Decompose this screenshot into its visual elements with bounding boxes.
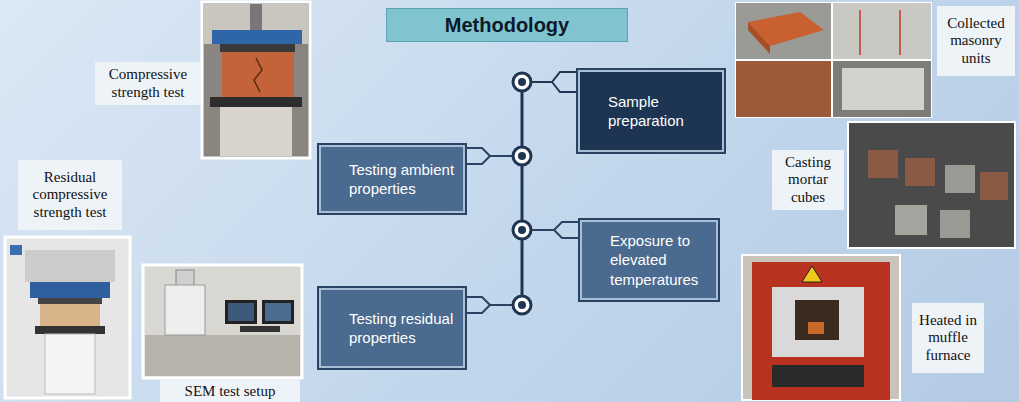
node-text: Heated in muffle furnace (917, 312, 979, 364)
compression-photo-part (254, 58, 262, 92)
furnace-photo-part (772, 287, 864, 357)
sem-photo-part (225, 300, 257, 324)
mortar-photo (848, 122, 1015, 248)
compression-photo-part (250, 4, 262, 30)
process-box: Testing ambient properties (317, 143, 467, 215)
masonry-photo-part (899, 10, 901, 55)
residual-test-photo-part (30, 282, 110, 298)
timeline-part (467, 148, 513, 164)
sem-photo-part (143, 265, 302, 378)
compression-photo (202, 2, 310, 158)
sem-photo-part (145, 335, 300, 376)
masonry-photo-part (736, 61, 831, 117)
node-text: Testing residual properties (349, 309, 455, 348)
mortar-photo-part (940, 210, 970, 238)
compression-photo-part (220, 44, 295, 52)
photo-label: Compressive strength test (95, 62, 201, 105)
sem-photo-part (265, 303, 291, 321)
compression-photo-part (204, 4, 308, 44)
furnace-photo-part (795, 300, 839, 340)
compression-photo-part (220, 107, 292, 156)
residual-test-photo-part (40, 304, 100, 326)
null-part-part (513, 296, 531, 314)
sem-photo-part (228, 303, 254, 321)
mortar-photo-part (868, 150, 898, 178)
compression-photo-part (202, 2, 310, 158)
process-box: Exposure to elevated temperatures (578, 218, 720, 302)
compression-photo-part (222, 52, 294, 97)
photo-label: Collected masonry units (937, 6, 1015, 76)
photo-label: Residual compressive strength test (18, 160, 122, 230)
sem-photo-part (262, 300, 294, 324)
sem-photo (143, 265, 302, 378)
node-text: Casting mortar cubes (777, 154, 839, 206)
mortar-photo-part (980, 172, 1008, 200)
sem-photo-part (240, 326, 280, 332)
masonry-photo-part (736, 3, 831, 59)
residual-test-photo-part (38, 298, 102, 304)
null-part-part (518, 301, 526, 309)
masonry-photo-part (833, 3, 931, 59)
process-box: Testing residual properties (317, 286, 467, 370)
masonry-photo-part (842, 68, 924, 110)
node-text: Exposure to elevated temperatures (610, 231, 708, 290)
residual-test-photo (5, 237, 130, 398)
node-text: Sample preparation (608, 92, 714, 131)
mortar-photo-part (895, 205, 927, 235)
residual-test-photo-part (25, 250, 115, 282)
null-part-part (513, 221, 531, 239)
null-part-part (518, 226, 526, 234)
furnace-photo-part (772, 365, 864, 387)
null-part-part (518, 78, 526, 86)
node-text: SEM test setup (165, 383, 295, 400)
null-part-part (513, 73, 531, 91)
title-text: Methodology (445, 14, 569, 37)
null-part-part (513, 147, 531, 165)
timeline (467, 72, 578, 314)
process-box: Sample preparation (576, 68, 726, 154)
masonry-photo-part (735, 2, 932, 118)
null-part (513, 73, 531, 314)
furnace-photo-part (752, 262, 890, 400)
furnace-photo (742, 255, 900, 400)
residual-test-photo-part (35, 326, 105, 334)
null-part (518, 78, 526, 309)
furnace-photo-part (802, 266, 822, 282)
mortar-photo-part (945, 165, 975, 193)
mortar-photo-part (848, 122, 1015, 248)
sem-photo-part (165, 285, 205, 335)
timeline-part (467, 297, 513, 313)
node-text: Testing ambient properties (349, 160, 455, 199)
compression-photo-part (212, 30, 302, 44)
furnace-photo-part (742, 255, 900, 400)
photo-label: Casting mortar cubes (772, 150, 844, 210)
mortar-photo-part (905, 158, 935, 186)
residual-test-photo-part (10, 245, 22, 255)
node-text: Compressive strength test (100, 66, 196, 101)
photo-label: SEM test setup (160, 380, 300, 402)
masonry-photo (735, 2, 932, 118)
furnace-photo-part (808, 322, 824, 334)
timeline-part (531, 222, 578, 238)
timeline-part (531, 72, 576, 92)
masonry-photo-part (748, 22, 770, 54)
masonry-photo-part (833, 61, 931, 117)
photo-label: Heated in muffle furnace (912, 303, 984, 373)
title-box: Methodology (386, 8, 628, 42)
null-part-part (518, 152, 526, 160)
masonry-photo-part (859, 10, 861, 55)
compression-photo-part (210, 97, 302, 107)
residual-test-photo-part (45, 334, 95, 394)
node-text: Residual compressive strength test (23, 169, 117, 221)
timeline-part (521, 82, 524, 305)
residual-test-photo-part (5, 237, 130, 398)
node-text: Collected masonry units (942, 15, 1010, 67)
